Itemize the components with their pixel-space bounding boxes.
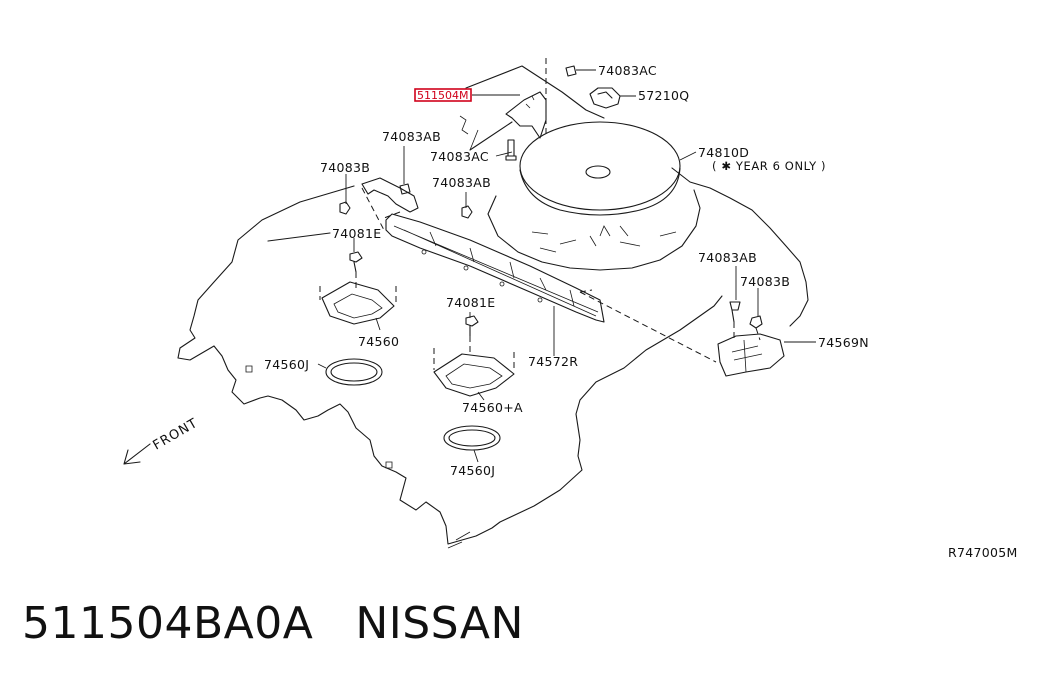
label-74081e-a: 74081E <box>332 226 381 241</box>
hatch-marks <box>459 115 479 151</box>
dash-74560a <box>433 336 515 372</box>
label-74560: 74560 <box>358 334 399 349</box>
label-511504m[interactable]: 511504M <box>417 89 468 102</box>
bracket-upper-bolt <box>525 95 535 109</box>
ring-74560j-b <box>443 425 501 451</box>
label-front: FRONT <box>151 416 201 454</box>
bracket-74569n <box>717 333 785 377</box>
label-74572r: 74572R <box>528 354 578 369</box>
label-74083ab-b: 74083AB <box>698 250 757 265</box>
cross-member-ribs <box>393 225 599 317</box>
caption-part-number: 511504BA0A <box>22 598 314 649</box>
plug-74081e-b <box>465 315 479 337</box>
cross-member <box>385 213 605 323</box>
bolt-74083b-a <box>339 201 351 215</box>
bolt-74083ab-c <box>461 205 473 219</box>
grommet-74560 <box>321 281 395 325</box>
label-74083ab-c: 74083AB <box>432 175 491 190</box>
label-74083b-b: 74083B <box>740 274 790 289</box>
spare-tire <box>519 121 681 211</box>
label-74081e-b: 74081E <box>446 295 495 310</box>
bolt-74083ab-a <box>399 183 411 195</box>
bracket-upper <box>505 91 547 139</box>
trunk-edge-line <box>465 65 605 119</box>
cross-member-holes <box>421 249 543 303</box>
spare-tire-hub <box>585 165 611 179</box>
label-57210q: 57210Q <box>638 88 689 103</box>
trunk-edge-line-b <box>469 121 513 151</box>
floor-panel-outline <box>177 185 723 545</box>
dash-74560 <box>319 272 397 306</box>
label-74810d: 74810D <box>698 145 749 160</box>
spare-tire-side <box>519 167 681 216</box>
floor-panel-right-edge <box>671 167 809 327</box>
tire-well <box>487 189 701 271</box>
grommet-74560a-inner <box>445 363 503 389</box>
leaders <box>317 69 816 463</box>
label-74560j-b: 74560J <box>450 463 495 478</box>
bolt-74083ac-mid <box>505 139 517 161</box>
bracket-left <box>361 177 419 213</box>
plug-74081e-a <box>349 251 363 273</box>
label-74083ac-mid: 74083AC <box>430 149 489 164</box>
label-74083ab-a: 74083AB <box>382 129 441 144</box>
floor-tab-marks <box>245 365 471 549</box>
bolt-74083b-b <box>749 315 763 329</box>
grommet-74560-inner <box>333 293 383 319</box>
caption: 511504BA0A NISSAN <box>22 598 566 649</box>
ring-74560j-b-inner <box>448 429 496 447</box>
label-74083ac-top: 74083AC <box>598 63 657 78</box>
bolt-74083ac-top <box>565 65 577 77</box>
bolt-74083ab-b <box>729 301 741 323</box>
cap-57210q <box>589 87 621 109</box>
diagram-ref: R747005M <box>948 545 1018 560</box>
ring-74560j-a <box>325 358 383 386</box>
tire-well-marks <box>531 225 677 253</box>
ring-74560j-a-inner <box>330 362 378 382</box>
front-arrow-icon <box>123 443 151 465</box>
label-74560j-a: 74560J <box>264 357 309 372</box>
grommet-74560a <box>433 353 515 397</box>
dash-cross-member <box>361 187 717 363</box>
year-note: ( ✱ YEAR 6 ONLY ) <box>712 159 826 173</box>
label-74569n: 74569N <box>818 335 869 350</box>
highlight-box-511504m[interactable] <box>414 88 472 102</box>
dash-74569n <box>733 322 761 341</box>
label-74083b-a: 74083B <box>320 160 370 175</box>
bracket-74569n-detail <box>731 339 763 373</box>
caption-brand: NISSAN <box>355 598 524 649</box>
label-74560a: 74560+A <box>462 400 523 415</box>
